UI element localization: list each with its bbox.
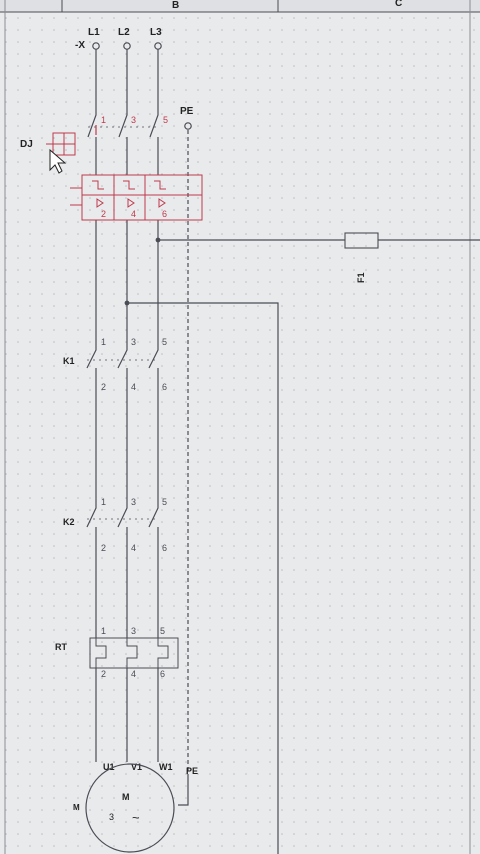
terminal-l1[interactable]	[92, 42, 100, 50]
svg-text:5: 5	[160, 626, 165, 636]
breaker-bottom-numbers: 2 4 6	[101, 209, 167, 219]
motor-symbol[interactable]	[85, 763, 175, 853]
terminal-l2[interactable]	[123, 42, 131, 50]
svg-text:V1: V1	[131, 762, 142, 772]
svg-text:U1: U1	[103, 762, 115, 772]
k1-top-numbers: 1 3 5	[101, 337, 167, 347]
circuit-breaker-dj[interactable]	[46, 125, 203, 221]
svg-text:5: 5	[163, 115, 168, 125]
wire-l3	[148, 49, 159, 762]
rt-top-numbers: 1 3 5	[101, 626, 165, 636]
rt-label: RT	[55, 642, 67, 652]
svg-text:4: 4	[131, 382, 136, 392]
motor-terminal-labels: U1 V1 W1 PE	[103, 762, 198, 776]
thermal-relay-rt[interactable]	[89, 637, 179, 669]
svg-text:1: 1	[101, 626, 106, 636]
wire-pe-motor	[178, 775, 189, 806]
terminal-pe-label: PE	[180, 106, 194, 117]
wire-l1	[86, 49, 97, 762]
svg-text:6: 6	[162, 209, 167, 219]
motor-ac-icon: ~	[132, 810, 140, 825]
k2-bottom-numbers: 2 4 6	[101, 543, 167, 553]
svg-text:1: 1	[101, 497, 106, 507]
k1-label: K1	[63, 356, 75, 366]
fuse-label: F1	[356, 272, 366, 283]
k2-label: K2	[63, 517, 75, 527]
breaker-label: DJ	[20, 139, 33, 150]
svg-text:6: 6	[160, 669, 165, 679]
mouse-cursor-icon	[49, 148, 67, 174]
k2-top-numbers: 1 3 5	[101, 497, 167, 507]
junction-dot-l3	[155, 237, 161, 243]
svg-text:2: 2	[101, 382, 106, 392]
svg-text:4: 4	[131, 209, 136, 219]
junction-dot-l2	[124, 300, 130, 306]
motor-phase-count: 3	[109, 812, 114, 822]
svg-text:6: 6	[162, 543, 167, 553]
svg-text:2: 2	[101, 209, 106, 219]
terminal-l2-label: L2	[118, 27, 130, 38]
power-wires	[86, 49, 480, 854]
svg-text:5: 5	[162, 497, 167, 507]
svg-text:2: 2	[101, 543, 106, 553]
svg-text:W1: W1	[159, 762, 173, 772]
terminal-l1-label: L1	[88, 27, 100, 38]
svg-text:PE: PE	[186, 766, 198, 776]
wire-branch-right	[127, 302, 279, 854]
terminal-l3[interactable]	[154, 42, 162, 50]
svg-text:4: 4	[131, 543, 136, 553]
svg-text:4: 4	[131, 669, 136, 679]
rt-bottom-numbers: 2 4 6	[101, 669, 165, 679]
column-label-c: C	[395, 0, 402, 9]
svg-text:1: 1	[101, 337, 106, 347]
svg-text:3: 3	[131, 115, 136, 125]
terminal-prefix: -X	[75, 40, 85, 51]
wire-l2	[117, 49, 128, 762]
terminal-pe[interactable]	[184, 122, 192, 130]
k1-bottom-numbers: 2 4 6	[101, 382, 167, 392]
terminal-l3-label: L3	[150, 27, 162, 38]
motor-inner-label: M	[122, 792, 130, 802]
svg-text:5: 5	[162, 337, 167, 347]
fuse-f1[interactable]	[344, 232, 379, 249]
svg-text:3: 3	[131, 337, 136, 347]
motor-label: M	[73, 803, 80, 812]
svg-text:3: 3	[131, 626, 136, 636]
svg-text:6: 6	[162, 382, 167, 392]
svg-text:3: 3	[131, 497, 136, 507]
svg-text:2: 2	[101, 669, 106, 679]
column-label-b: B	[172, 0, 179, 11]
svg-text:1: 1	[101, 115, 106, 125]
breaker-top-numbers: 1 3 5	[101, 115, 168, 125]
